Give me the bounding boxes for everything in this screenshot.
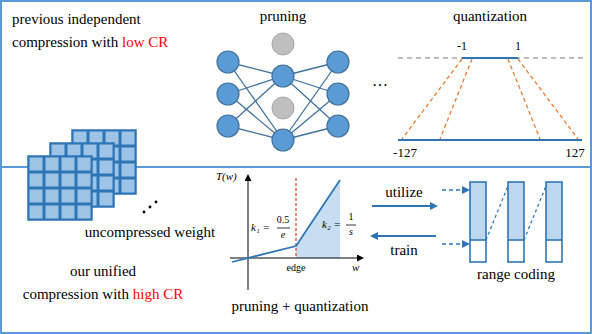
quantization-mapping	[398, 58, 586, 140]
panel: previous independentcompression withlow …	[0, 0, 592, 167]
quantization-mapping	[440, 59, 472, 139]
label-text: pruning + quantization	[232, 298, 369, 315]
weight-matrix	[28, 156, 92, 220]
neuron	[217, 83, 239, 105]
weight-matrix	[155, 201, 158, 204]
quantization-mapping	[462, 57, 518, 59]
neuron	[327, 51, 349, 73]
range-coding-symbol	[442, 182, 562, 262]
flow-arrow	[372, 235, 436, 237]
label-text: 1	[349, 211, 354, 223]
label-text: uncompressed weight	[85, 224, 215, 241]
range-coding-symbol	[508, 182, 524, 240]
label-text: w	[352, 261, 359, 274]
range-coding-symbol	[442, 243, 468, 245]
weight-matrix	[28, 156, 92, 220]
range-coding-symbol	[508, 239, 524, 241]
range-coding-symbol	[546, 239, 562, 241]
network-links	[228, 62, 338, 140]
weight-matrix	[143, 211, 146, 214]
range-coding-symbol	[546, 182, 562, 262]
neuron	[217, 115, 239, 137]
heading-text: our unified	[8, 260, 198, 283]
neuron	[217, 51, 349, 151]
neuron	[327, 115, 349, 137]
heading-text: high CR	[133, 286, 183, 302]
range-coding-symbol	[546, 182, 562, 240]
label-text: train	[390, 242, 418, 259]
label-text: T(w)	[216, 170, 237, 183]
label-text: pruning	[260, 8, 307, 25]
quantization-mapping	[398, 57, 586, 58]
label-text: e	[281, 229, 285, 241]
neuron	[272, 129, 294, 151]
heading-text: previous independent	[12, 8, 242, 31]
range-coding-symbol	[470, 182, 486, 262]
label-text: s	[349, 226, 353, 238]
range-coding-symbol	[486, 186, 508, 240]
transform-plot	[296, 180, 340, 258]
quantization-mapping	[402, 59, 578, 139]
quantization-mapping	[398, 139, 582, 141]
flow-arrow	[372, 206, 436, 236]
quantization-mapping	[402, 59, 462, 139]
neuron	[327, 83, 349, 105]
transform-plot	[346, 225, 356, 226]
heading-line: compression withlow CR	[12, 31, 242, 54]
label-text: …	[372, 72, 388, 90]
range-coding-symbol	[470, 182, 486, 240]
panel-heading: our unifiedcompression withhigh CR	[8, 260, 198, 306]
heading-text: compression with	[23, 286, 129, 302]
panel-heading: previous independentcompression withlow …	[12, 8, 242, 54]
pruned-neuron	[272, 33, 294, 119]
heading-line: compression withhigh CR	[8, 283, 198, 306]
transform-plot	[230, 176, 362, 290]
transform-plot	[248, 176, 249, 290]
transform-plot	[232, 180, 340, 262]
quantization-mapping	[508, 59, 540, 139]
label-text: edge	[287, 262, 306, 274]
pruned-neuron	[272, 33, 294, 55]
heading-text: compression with	[12, 34, 118, 50]
weight-matrix	[28, 130, 157, 220]
quantization-mapping	[518, 59, 578, 139]
range-coding-symbol	[442, 189, 468, 191]
label-text: -1	[457, 40, 467, 54]
range-coding-symbol	[508, 182, 524, 262]
label-text: 1	[515, 40, 521, 54]
label-text: utilize	[385, 184, 423, 201]
transform-plot	[277, 228, 290, 229]
flow-arrow	[372, 205, 436, 207]
range-coding-symbol	[470, 239, 486, 241]
label-text: 127	[565, 146, 585, 161]
weight-matrix	[149, 206, 152, 209]
label-text: quantization	[453, 8, 527, 25]
range-coding-symbol	[524, 186, 546, 240]
neuron	[217, 51, 239, 73]
label-text: range coding	[477, 266, 555, 283]
neuron	[272, 65, 294, 87]
pruned-neuron	[272, 97, 294, 119]
label-text: -127	[393, 146, 417, 161]
label-text: k₁ =	[251, 221, 270, 234]
label-text: k₂ =	[322, 218, 341, 231]
heading-text: low CR	[122, 34, 168, 50]
label-text: 0.5	[277, 214, 290, 226]
